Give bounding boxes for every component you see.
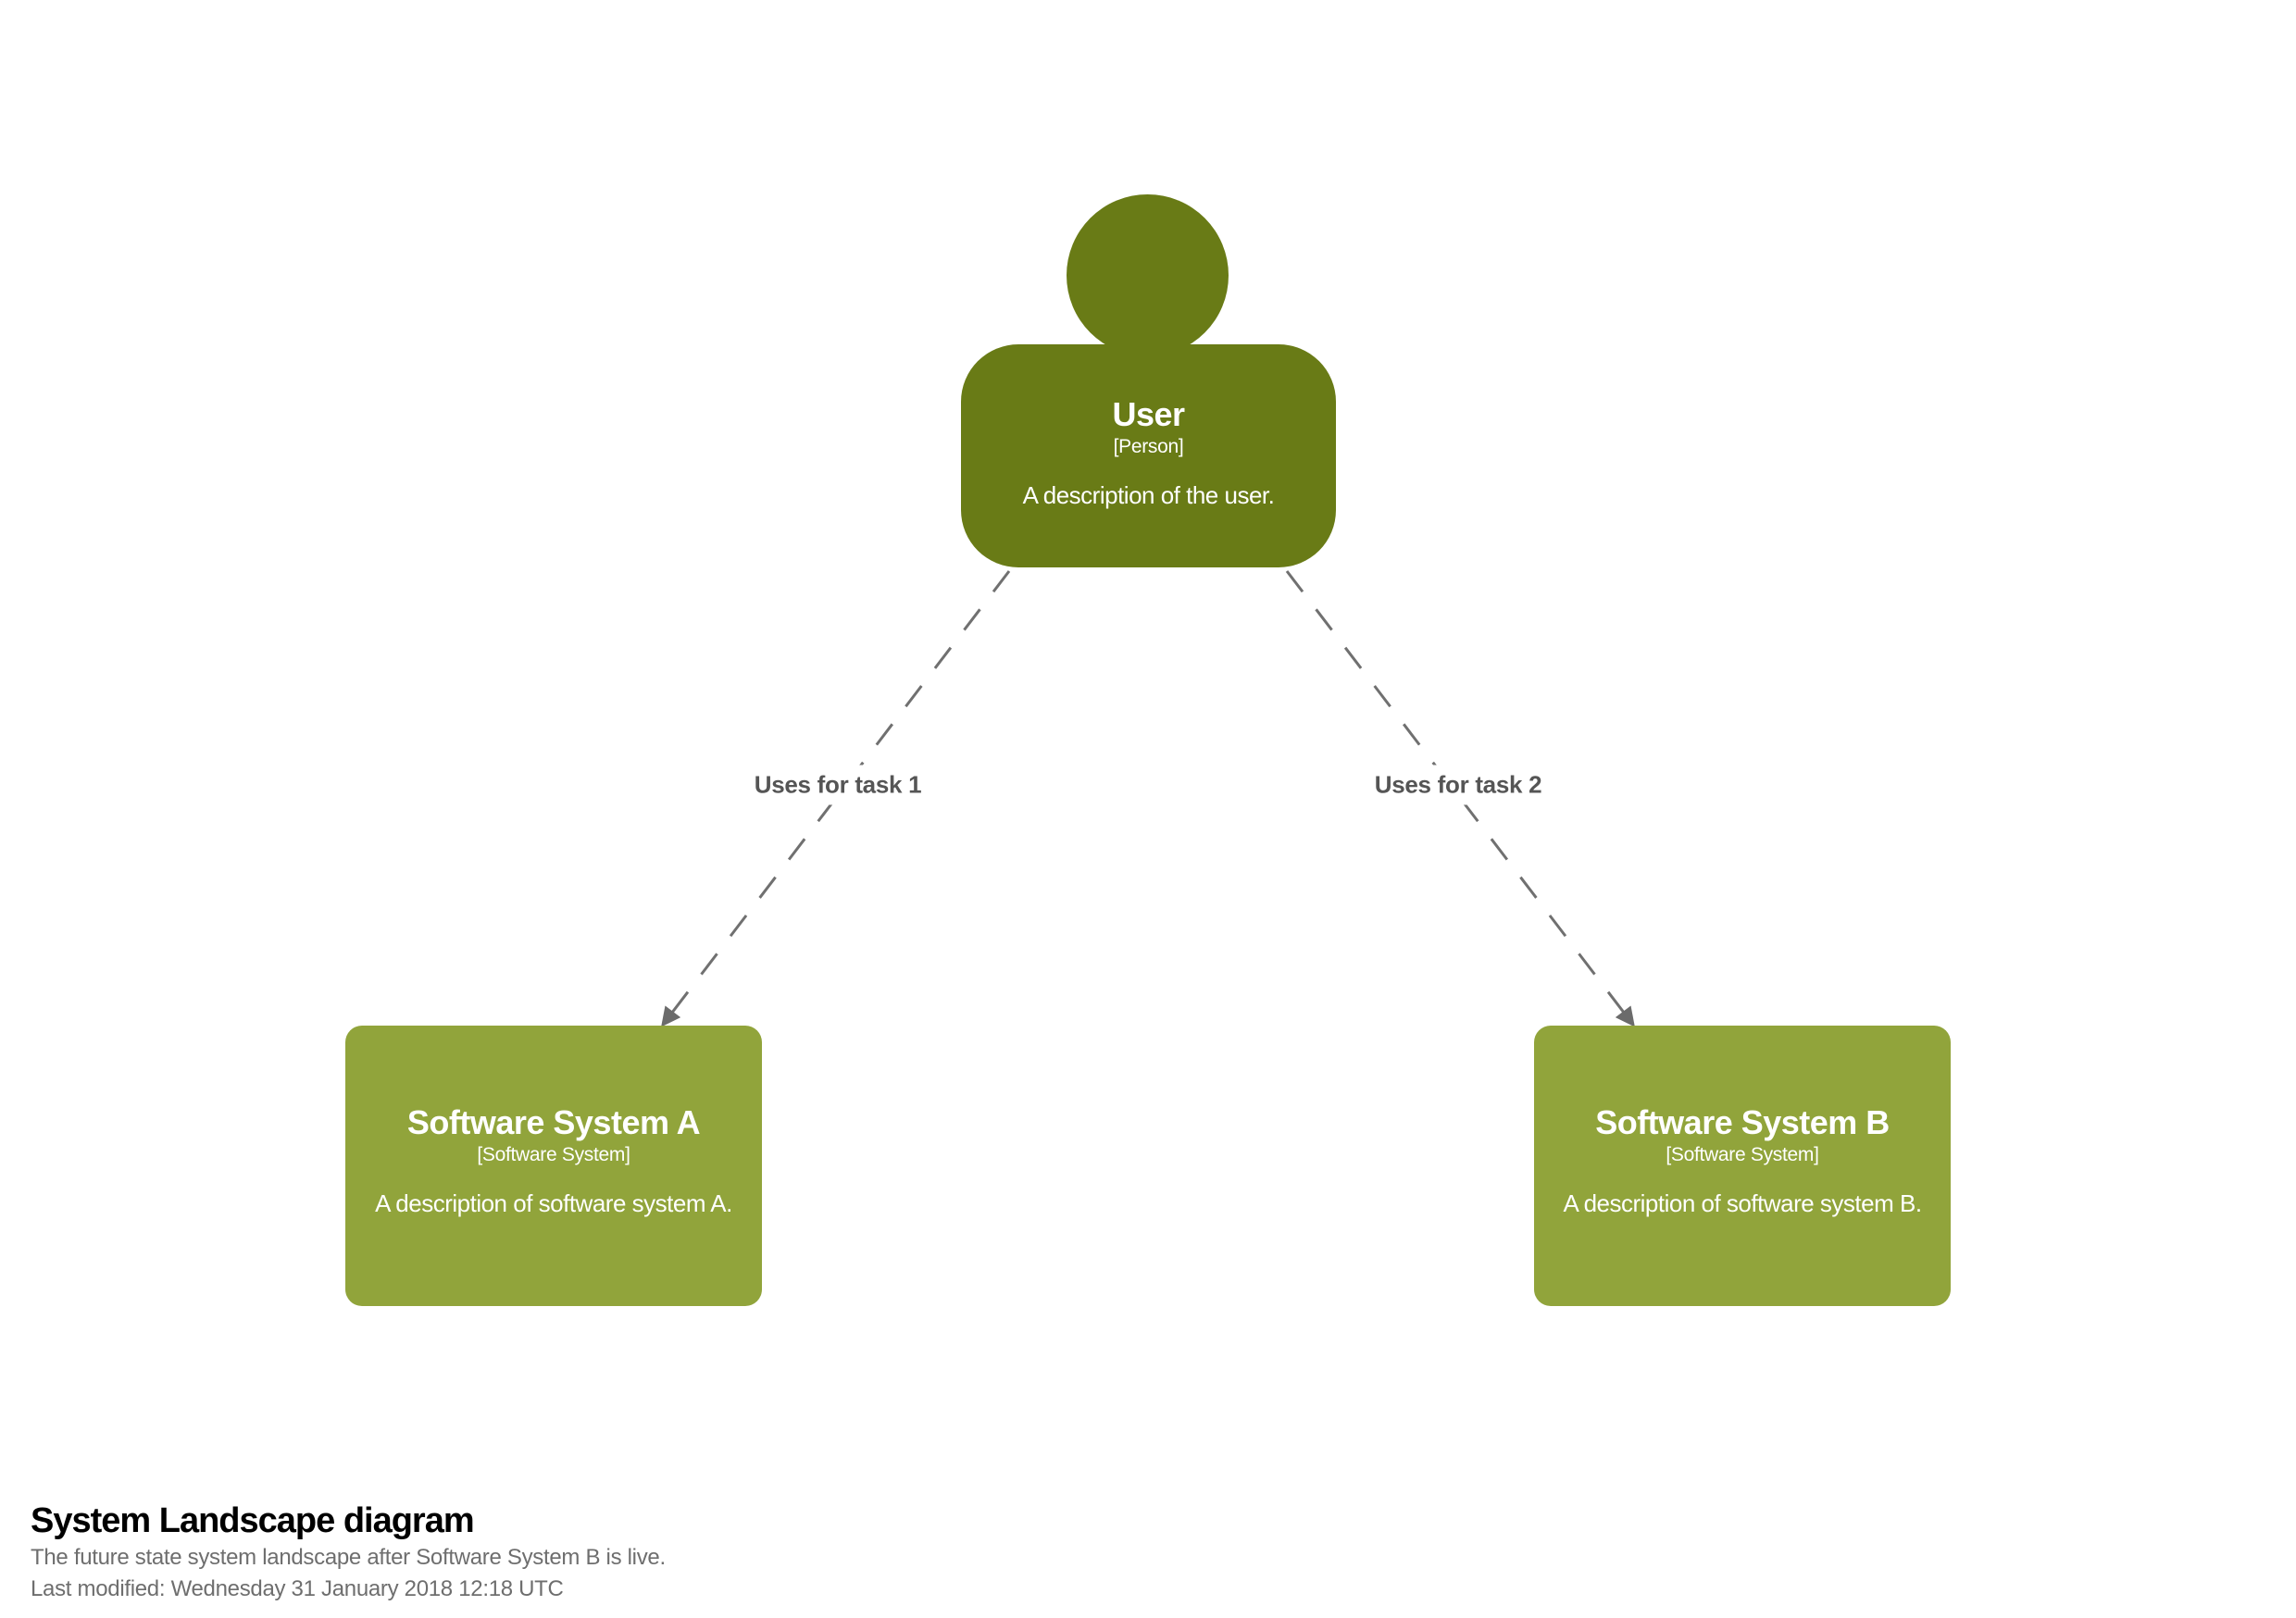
relationship-label-uses-for-task-2[interactable]: Uses for task 2: [1363, 765, 1554, 805]
software-system-a-box[interactable]: Software System A [Software System] A de…: [345, 1026, 762, 1306]
software-system-a-name: Software System A: [406, 1103, 701, 1141]
software-system-a-type-label: [Software System]: [477, 1144, 630, 1165]
diagram-description: The future state system landscape after …: [31, 1545, 666, 1570]
person-head-shape: [1067, 194, 1229, 356]
person-description: A description of the user.: [1022, 481, 1275, 509]
software-system-b-type-label: [Software System]: [1666, 1144, 1819, 1165]
diagram-metadata-block: System Landscape diagram The future stat…: [31, 1500, 666, 1605]
diagram-title: System Landscape diagram: [31, 1501, 475, 1540]
software-system-b-box[interactable]: Software System B [Software System] A de…: [1534, 1026, 1951, 1306]
person-name: User: [1112, 395, 1185, 433]
person-type-label: [Person]: [1113, 436, 1184, 457]
person-user[interactable]: User [Person] A description of the user.: [961, 194, 1336, 567]
diagram-last-modified: Last modified: Wednesday 31 January 2018…: [31, 1576, 564, 1601]
software-system-a-description: A description of software system A.: [375, 1189, 732, 1217]
software-system-b-description: A description of software system B.: [1563, 1189, 1922, 1217]
relationship-label-uses-for-task-1[interactable]: Uses for task 1: [742, 765, 933, 805]
person-body-shape: User [Person] A description of the user.: [961, 344, 1336, 567]
software-system-b-name: Software System B: [1595, 1103, 1890, 1141]
